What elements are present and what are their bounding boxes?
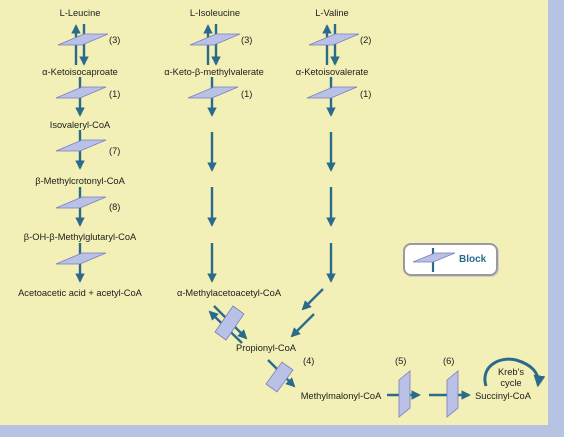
step-number: (2) — [360, 35, 371, 45]
step-number: (1) — [241, 89, 252, 99]
node-leucine: L-Leucine — [60, 8, 101, 18]
step-number: (3) — [109, 35, 120, 45]
block-plane-icon — [308, 33, 360, 46]
node-acetoacetic: Acetoacetic acid + acetyl-CoA — [18, 288, 143, 298]
forward-arrow — [301, 288, 324, 311]
step-number: (1) — [360, 89, 371, 99]
isoleucine-pathway: L-Isoleucine (3) α-Keto-β-methylvalerate… — [164, 8, 282, 344]
node-propionyl-coa: Propionyl-CoA — [236, 343, 297, 353]
block-plane-icon — [55, 86, 107, 99]
block-plane-icon — [189, 33, 241, 46]
common-pathway: Propionyl-CoA (4) Methylmalonyl-CoA (5) … — [236, 343, 546, 418]
node-methylmalonyl-coa: Methylmalonyl-CoA — [301, 391, 382, 401]
bottom-border — [0, 425, 564, 437]
step-number: (5) — [395, 356, 406, 366]
node-methylacetoacetyl-coa: α-Methylacetoacetyl-CoA — [177, 288, 282, 298]
block-plane-icon — [306, 86, 358, 99]
legend-label: Block — [459, 254, 487, 265]
block-plane-icon — [446, 370, 459, 418]
block-plane-icon — [57, 33, 109, 46]
block-plane-icon — [398, 370, 411, 418]
block-plane-icon — [412, 252, 456, 263]
leucine-pathway: L-Leucine (3) α-Ketoisocaproate (1) Isov… — [18, 8, 143, 298]
block-plane-icon — [265, 361, 294, 393]
step-number: (1) — [109, 89, 120, 99]
valine-pathway: L-Valine (2) α-Ketoisovalerate (1) — [290, 8, 371, 338]
node-oh-methylglutaryl-coa: β-OH-β-Methylglutaryl-CoA — [24, 232, 137, 242]
block-plane-icon — [55, 252, 107, 265]
krebs-cycle-arrow — [483, 357, 546, 388]
node-keto-methylvalerate: α-Keto-β-methylvalerate — [164, 67, 264, 77]
node-krebs-cycle-line2: cycle — [500, 378, 521, 388]
block-plane-icon — [55, 196, 107, 209]
block-plane-icon — [214, 305, 245, 341]
node-isovaleryl-coa: Isovaleryl-CoA — [50, 120, 111, 130]
block-plane-icon — [55, 139, 107, 152]
step-number: (4) — [303, 356, 314, 366]
block-plane-icon — [187, 86, 239, 99]
diagram-background — [0, 0, 548, 425]
node-isoleucine: L-Isoleucine — [190, 8, 240, 18]
step-number: (7) — [109, 146, 120, 156]
step-number: (3) — [241, 35, 252, 45]
node-succinyl-coa: Succinyl-CoA — [475, 391, 532, 401]
node-krebs-cycle-line1: Kreb's — [498, 367, 524, 377]
node-ketoisovalerate: α-Ketoisovalerate — [296, 67, 369, 77]
node-methylcrotonyl-coa: β-Methylcrotonyl-CoA — [35, 176, 125, 186]
node-valine: L-Valine — [315, 8, 348, 18]
node-ketoisocaproate: α-Ketoisocaproate — [42, 67, 118, 77]
step-number: (6) — [443, 356, 454, 366]
right-border — [548, 0, 564, 437]
forward-arrow — [290, 313, 315, 338]
step-number: (8) — [109, 202, 120, 212]
